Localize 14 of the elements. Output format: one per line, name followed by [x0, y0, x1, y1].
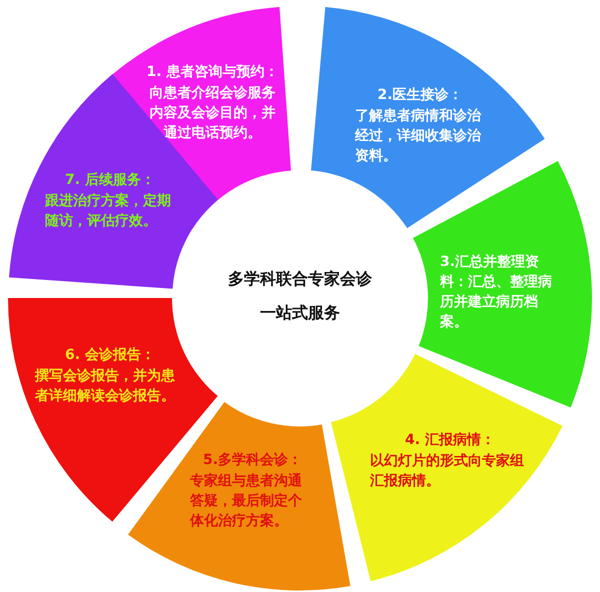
step-heading: 4. 汇报病情：: [404, 430, 496, 450]
step-heading: 6. 会诊报告：: [64, 346, 156, 365]
step-description: 撰写会诊报告，并为患者详细解读会诊报告。: [35, 367, 176, 406]
step-description: 以幻灯片的形式向专家组汇报病情。: [370, 452, 525, 491]
step-description: 专家组与患者沟通答疑，最后制定个体化治疗方案。: [190, 472, 303, 531]
step-description: 3.汇总并整理资料：汇总、整理病历并建立病历档案。: [440, 252, 553, 332]
step-heading: 7. 后续服务：: [64, 170, 156, 190]
step-description: 跟进治疗方案，定期随访，评估疗效。: [44, 192, 172, 231]
step-description: 了解患者病情和诊治经过，详细收集诊治资料。: [354, 106, 482, 166]
step-heading: 2.医生接诊：: [376, 86, 464, 105]
step-description: 向患者介绍会诊服务内容及会诊目的，并通过电话预约。: [148, 84, 276, 143]
step-heading: 5.多学科会诊：: [202, 450, 304, 470]
center-title: 多学科联合专家会诊一站式服务: [227, 268, 373, 324]
step-heading: 1. 患者咨询与预约：: [146, 62, 280, 82]
